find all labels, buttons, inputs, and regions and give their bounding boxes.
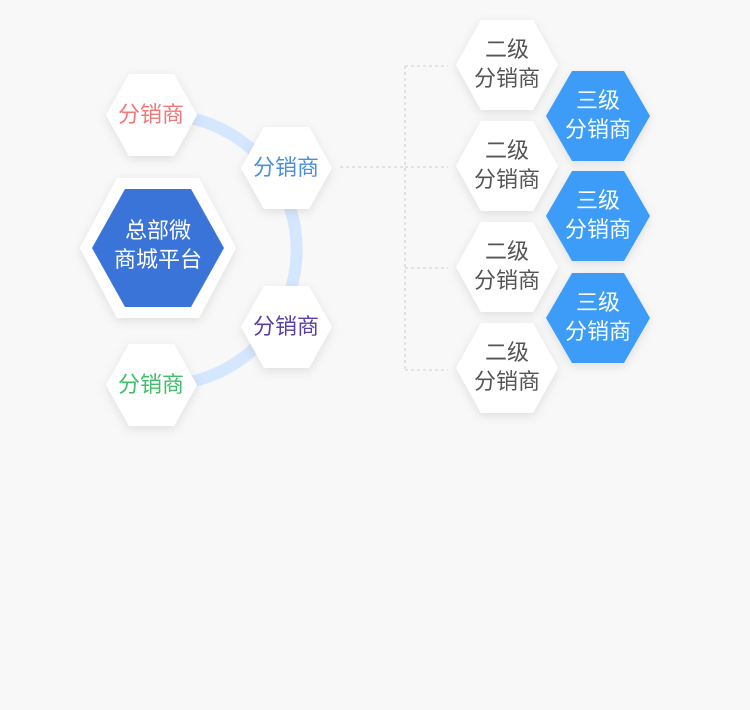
level2-label-line2: 分销商 [474,67,540,92]
distributor-hex [106,74,197,156]
level3-node-2: 三级 分销商 [546,171,650,261]
level2-hex [456,121,558,211]
hq-node: 总部微 商城平台 [80,178,236,318]
level3-label-line2: 分销商 [565,118,631,143]
level2-node-2: 二级 分销商 [456,121,558,211]
hq-label-line2: 商城平台 [114,248,202,273]
level3-node-1: 三级 分销商 [546,71,650,161]
level3-node-3: 三级 分销商 [546,273,650,363]
level2-label-line1: 二级 [485,38,529,63]
level3-hex [546,273,650,363]
level2-hex [456,222,558,312]
distributor-hex [106,344,197,426]
distributor-label: 分销商 [118,373,184,398]
level3-hex [546,71,650,161]
level2-hex [456,20,558,110]
level3-label-line1: 三级 [576,189,620,214]
distributor-hex [241,286,332,368]
level2-label-line2: 分销商 [474,168,540,193]
level3-hex [546,171,650,261]
tree-connectors [340,65,448,371]
distributor-top-left: 分销商 [106,74,197,156]
level3-label-line2: 分销商 [565,218,631,243]
level2-label-line2: 分销商 [474,269,540,294]
hq-label-line1: 总部微 [125,219,191,244]
level2-node-1: 二级 分销商 [456,20,558,110]
distributor-label: 分销商 [118,103,184,128]
distributor-upper-right: 分销商 [241,127,332,209]
ring-arc [184,112,303,388]
level2-label-line2: 分销商 [474,370,540,395]
level3-label-line2: 分销商 [565,320,631,345]
hq-inner-hex [92,189,224,307]
level3-label-line1: 三级 [576,89,620,114]
level2-node-3: 二级 分销商 [456,222,558,312]
level2-label-line1: 二级 [485,139,529,164]
distributor-bottom-left: 分销商 [106,344,197,426]
level2-label-line1: 二级 [485,240,529,265]
distributor-hex [241,127,332,209]
level3-label-line1: 三级 [576,291,620,316]
distributor-lower-right: 分销商 [241,286,332,368]
level2-node-4: 二级 分销商 [456,323,558,413]
distributor-label: 分销商 [253,315,319,340]
distributor-label: 分销商 [253,156,319,181]
level2-label-line1: 二级 [485,341,529,366]
level2-hex [456,323,558,413]
